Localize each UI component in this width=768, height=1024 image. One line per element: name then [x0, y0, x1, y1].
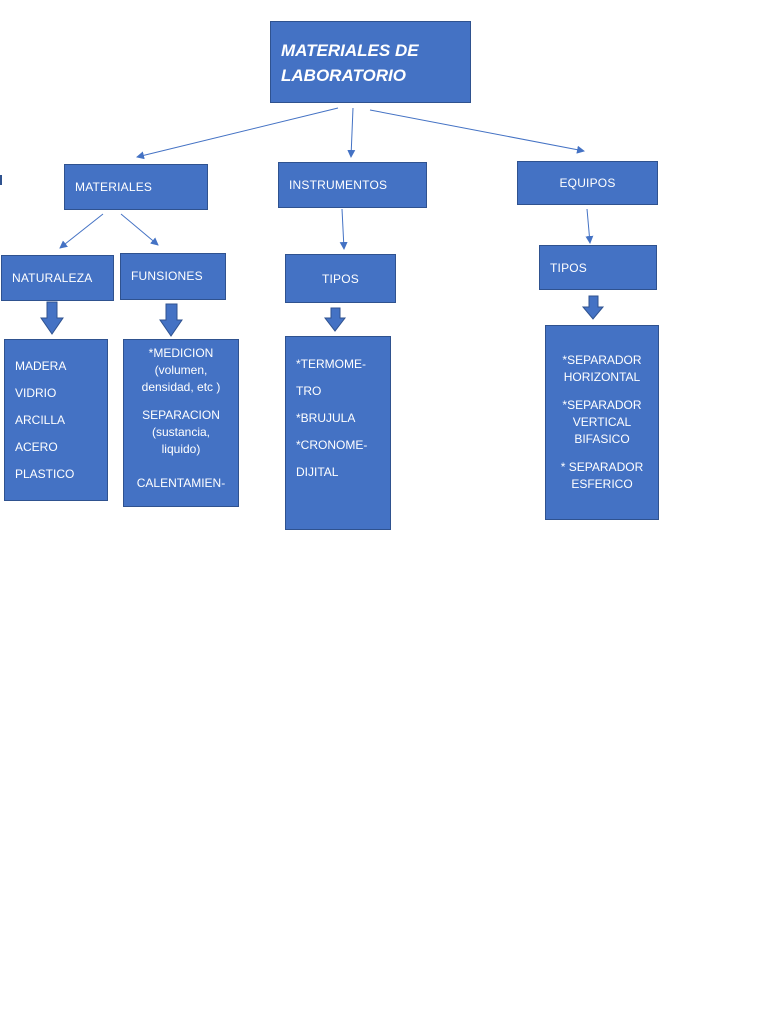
list-item: PLASTICO: [15, 467, 75, 481]
connector-title-equipos: [369, 109, 585, 154]
item-line: VERTICAL: [572, 415, 632, 429]
item-line: liquido): [161, 442, 201, 456]
connector-materiales-funsiones: [120, 213, 159, 246]
node-naturaleza: NATURALEZA: [1, 255, 114, 301]
node-equipos: EQUIPOS: [517, 161, 658, 205]
node-materiales: MATERIALES: [64, 164, 208, 210]
node-tipos-equipos: TIPOS: [539, 245, 657, 290]
item-line: *SEPARADOR: [562, 353, 642, 367]
node-label: MATERIALES: [75, 180, 153, 194]
title-line: LABORATORIO: [281, 66, 406, 85]
node-label: NATURALEZA: [12, 271, 93, 285]
item-line: SEPARACION: [142, 408, 220, 422]
item-line: *SEPARADOR: [562, 398, 642, 412]
list-item: CALENTAMIEN- TO (cuerpos): [124, 469, 238, 506]
edge-marker: [0, 175, 2, 185]
down-arrow-icon: [159, 303, 183, 337]
list-item: ACERO: [15, 440, 58, 454]
node-label: TIPOS: [550, 260, 588, 275]
list-tipos-instrumentos: *TERMOME- TRO *BRUJULA *CRONOME- DIJITAL: [285, 336, 391, 530]
list-item: ARCILLA: [15, 413, 66, 427]
connector-title-instrumentos: [347, 107, 356, 158]
list-item: VIDRIO: [15, 386, 57, 400]
list-item: DIJITAL: [296, 465, 339, 479]
item-line: CALENTAMIEN-: [136, 476, 226, 490]
node-instrumentos: INSTRUMENTOS: [278, 162, 427, 208]
item-line: BIFASICO: [574, 432, 630, 446]
item-line: * SEPARADOR: [560, 460, 644, 474]
item-line: (volumen,: [154, 363, 208, 377]
connector-equipos-tipos: [585, 208, 594, 244]
item-line: densidad, etc ): [141, 380, 221, 394]
item-line: (sustancia,: [151, 425, 211, 439]
connector-instrumentos-tipos: [339, 208, 348, 250]
list-item: *TERMOME-: [296, 357, 366, 371]
node-label: TIPOS: [321, 271, 359, 286]
list-funsiones: *MEDICION (volumen, densidad, etc ) SEPA…: [123, 339, 239, 507]
list-tipos-equipos: *SEPARADOR HORIZONTAL *SEPARADOR VERTICA…: [545, 325, 659, 520]
list-item: *BRUJULA: [296, 411, 356, 425]
node-label: INSTRUMENTOS: [289, 178, 388, 192]
list-naturaleza: MADERA VIDRIO ARCILLA ACERO PLASTICO: [4, 339, 108, 501]
node-tipos-instrumentos: TIPOS: [285, 254, 396, 303]
item-line: HORIZONTAL: [563, 370, 641, 384]
list-item: *SEPARADOR HORIZONTAL: [546, 352, 658, 386]
connector-materiales-naturaleza: [59, 213, 104, 249]
connector-title-materiales: [136, 107, 339, 160]
list-item: TRO: [296, 384, 322, 398]
node-label: EQUIPOS: [559, 176, 616, 190]
list-item: *CRONOME-: [296, 438, 368, 452]
item-line: ESFERICO: [571, 477, 633, 491]
list-item: SEPARACION (sustancia, liquido): [124, 407, 238, 458]
list-item: MADERA: [15, 359, 67, 373]
item-line: TO (cuerpos): [124, 497, 238, 506]
down-arrow-icon: [40, 301, 64, 335]
root-node-title: MATERIALES DE LABORATORIO: [270, 21, 471, 103]
list-item: * SEPARADOR ESFERICO: [546, 459, 658, 493]
title-line: MATERIALES DE: [281, 41, 419, 60]
list-item: *MEDICION (volumen, densidad, etc ): [124, 345, 238, 396]
list-item: *SEPARADOR VERTICAL BIFASICO: [546, 397, 658, 448]
node-label: FUNSIONES: [131, 269, 203, 283]
down-arrow-icon: [323, 307, 347, 332]
item-line: *MEDICION: [148, 346, 214, 360]
node-funsiones: FUNSIONES: [120, 253, 226, 300]
down-arrow-icon: [581, 295, 605, 320]
